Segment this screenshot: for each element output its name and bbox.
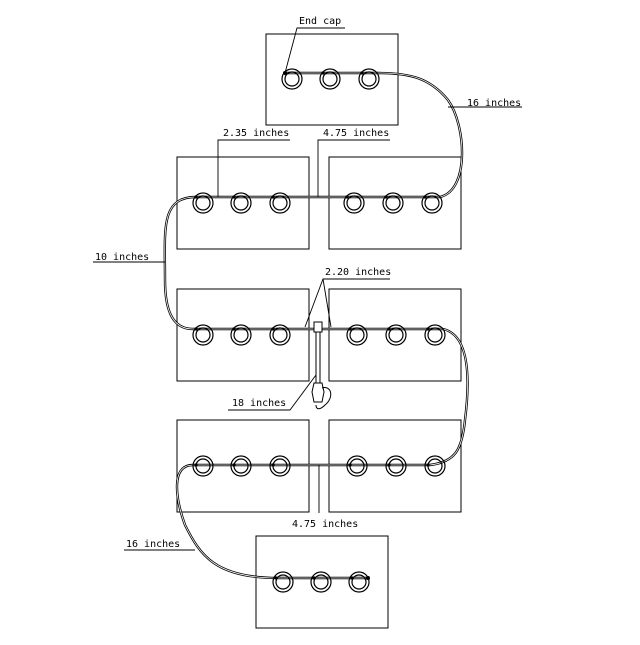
emitter (382, 192, 404, 214)
junction (350, 576, 354, 580)
junction (194, 463, 198, 467)
emitter-inner (313, 574, 329, 590)
emitter (192, 455, 214, 477)
emitter (358, 68, 380, 90)
tee-fitting (313, 321, 323, 333)
emitter-inner (427, 327, 443, 343)
emitter-inner (346, 195, 362, 211)
feed-connector-tail (315, 387, 332, 410)
emitter (272, 571, 294, 593)
junction (312, 576, 316, 580)
junction (271, 463, 275, 467)
junction (194, 327, 198, 331)
module-row1-right (328, 156, 462, 250)
emitter-inner (361, 71, 377, 87)
emitter (346, 455, 368, 477)
emitter (385, 324, 407, 346)
emitter-inner (233, 327, 249, 343)
emitter (424, 324, 446, 346)
junction (274, 576, 278, 580)
emitter (230, 324, 252, 346)
feed-connector (311, 382, 325, 403)
emitter-inner (322, 71, 338, 87)
label-feed-tube: 18 inches (232, 398, 286, 409)
module-top (265, 33, 399, 126)
emitter-inner (284, 71, 300, 87)
emitter-inner (195, 195, 211, 211)
emitters-row1 (192, 192, 443, 214)
leader-end-cap (284, 27, 345, 74)
emitter (385, 455, 407, 477)
junction (194, 195, 198, 199)
leader-feed (228, 374, 317, 411)
emitters-top (281, 68, 380, 90)
emitter-inner (272, 195, 288, 211)
label-top-run: 16 inches (467, 98, 521, 109)
junction (232, 463, 236, 467)
emitters-row3 (192, 455, 446, 477)
junction (348, 463, 352, 467)
junction (360, 71, 364, 75)
emitters-row2 (192, 324, 446, 346)
emitter-inner (275, 574, 291, 590)
label-end-cap: End cap (299, 16, 341, 27)
emitter (424, 455, 446, 477)
junction (384, 195, 388, 199)
emitter (269, 455, 291, 477)
junction (321, 71, 325, 75)
label-left-run: 10 inches (95, 252, 149, 263)
emitter (348, 571, 370, 593)
emitter (310, 571, 332, 593)
junction (426, 463, 430, 467)
junction (423, 195, 427, 199)
module-row1-left (176, 156, 310, 250)
emitter (421, 192, 443, 214)
junction (232, 327, 236, 331)
junction (387, 463, 391, 467)
label-bottom-run: 16 inches (126, 539, 180, 550)
emitter (230, 192, 252, 214)
module-row2-right (328, 288, 462, 382)
label-spacing-gap-top: 4.75 inches (323, 128, 389, 139)
emitter-inner (195, 327, 211, 343)
emitter (319, 68, 341, 90)
junction (345, 195, 349, 199)
module-row2-left (176, 288, 310, 382)
emitter (192, 324, 214, 346)
emitter-inner (233, 195, 249, 211)
leader-spacing-left (217, 139, 290, 197)
junction (271, 327, 275, 331)
junction (348, 327, 352, 331)
junction (387, 327, 391, 331)
emitter (192, 192, 214, 214)
emitter (269, 192, 291, 214)
junction (232, 195, 236, 199)
label-spacing-left: 2.35 inches (223, 128, 289, 139)
emitter (269, 324, 291, 346)
emitter-inner (424, 195, 440, 211)
junction (426, 327, 430, 331)
label-spacing-gap-bottom: 4.75 inches (292, 519, 358, 530)
emitters-bottom (272, 571, 370, 593)
emitter-inner (351, 574, 367, 590)
emitter-inner (385, 195, 401, 211)
leader-tee-2 (322, 278, 332, 328)
emitter (346, 324, 368, 346)
emitter (230, 455, 252, 477)
emitter-inner (349, 327, 365, 343)
emitter (343, 192, 365, 214)
leader-spacing-gap-top (317, 139, 390, 197)
end-fitting (366, 576, 370, 580)
junction (271, 195, 275, 199)
emitter (281, 68, 303, 90)
label-tee-spacing: 2.20 inches (325, 267, 391, 278)
emitter-inner (272, 327, 288, 343)
emitter-inner (388, 327, 404, 343)
